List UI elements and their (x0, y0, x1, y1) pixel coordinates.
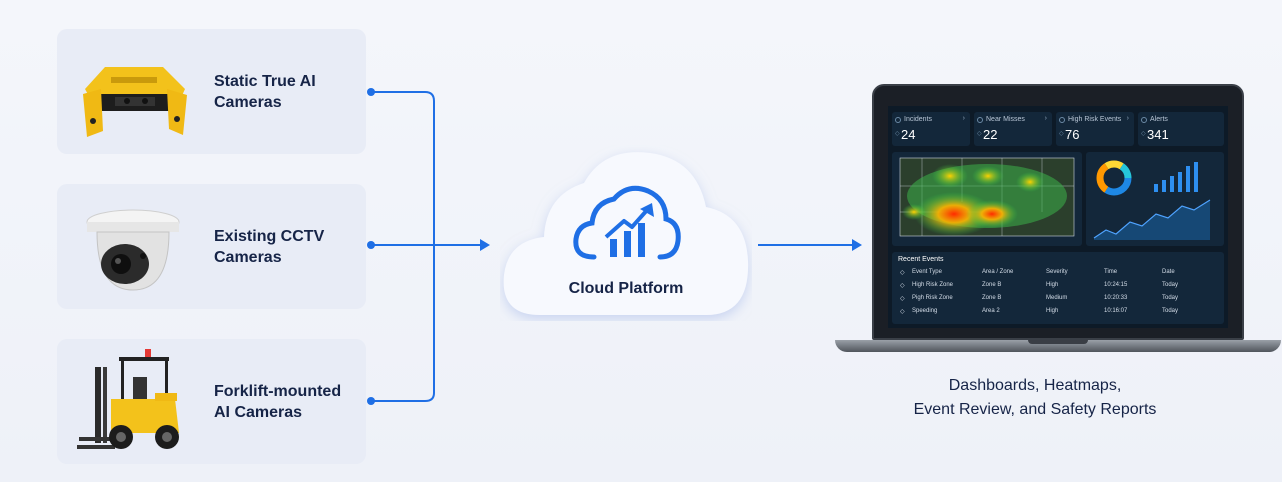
laptop-base (835, 340, 1281, 352)
charts-panel (1086, 152, 1224, 246)
table-title: Recent Events (898, 256, 944, 263)
arrowhead-icon (852, 239, 862, 251)
table-row[interactable]: ◇ High Risk Zone Zone B High 10:24:15 To… (900, 282, 1179, 289)
kpi-card: Incidents› ◇24 (892, 112, 970, 146)
dashboard-caption: Dashboards, Heatmaps, Event Review, and … (913, 377, 1157, 418)
cctv-dome-camera-icon (86, 209, 180, 291)
cloud-label: Cloud Platform (568, 280, 684, 297)
source-label: Existing CCTV Cameras (214, 227, 325, 266)
dashboard-screen: Incidents› ◇24 Near Misses› ◇22 High Ris… (888, 106, 1228, 328)
table-row[interactable]: ◇ Pigh Risk Zone Zone B Medium 10:20:33 … (900, 295, 1179, 302)
connector-dot (367, 241, 375, 249)
source-label: Forklift-mounted AI Cameras (214, 382, 342, 421)
forklift-icon (77, 349, 179, 449)
source-card-cctv: Existing CCTV Cameras (57, 184, 366, 309)
merge-line (371, 91, 435, 402)
table-header-row: ◇ Event Type Area / Zone Severity Time D… (900, 269, 1175, 276)
source-card-forklift: Forklift-mounted AI Cameras (57, 339, 366, 464)
source-card-static-ai: Static True AI Cameras (57, 29, 366, 154)
static-ai-camera-icon (83, 67, 187, 137)
kpi-card: Near Misses› ◇22 (974, 112, 1052, 146)
cloud-growth-chart-icon (573, 185, 681, 260)
kpi-card: Alerts ◇341 (1138, 112, 1224, 146)
heatmap-panel (892, 152, 1082, 246)
laptop-notch (1028, 340, 1088, 344)
laptop-screen: Incidents› ◇24 Near Misses› ◇22 High Ris… (872, 84, 1244, 340)
dashboard-laptop: Incidents› ◇24 Near Misses› ◇22 High Ris… (835, 84, 1281, 356)
table-row[interactable]: ◇ Speeding Area 2 High 10:16:07 Today (900, 308, 1179, 315)
cloud-platform: Cloud Platform (500, 145, 752, 321)
recent-events-table: Recent Events ◇ Event Type Area / Zone S… (892, 252, 1224, 324)
connector-dot (367, 88, 375, 96)
source-label: Static True AI Cameras (214, 72, 316, 111)
connector-dot (367, 397, 375, 405)
kpi-card: High Risk Events› ◇76 (1056, 112, 1134, 146)
arrowhead-icon (480, 239, 490, 251)
